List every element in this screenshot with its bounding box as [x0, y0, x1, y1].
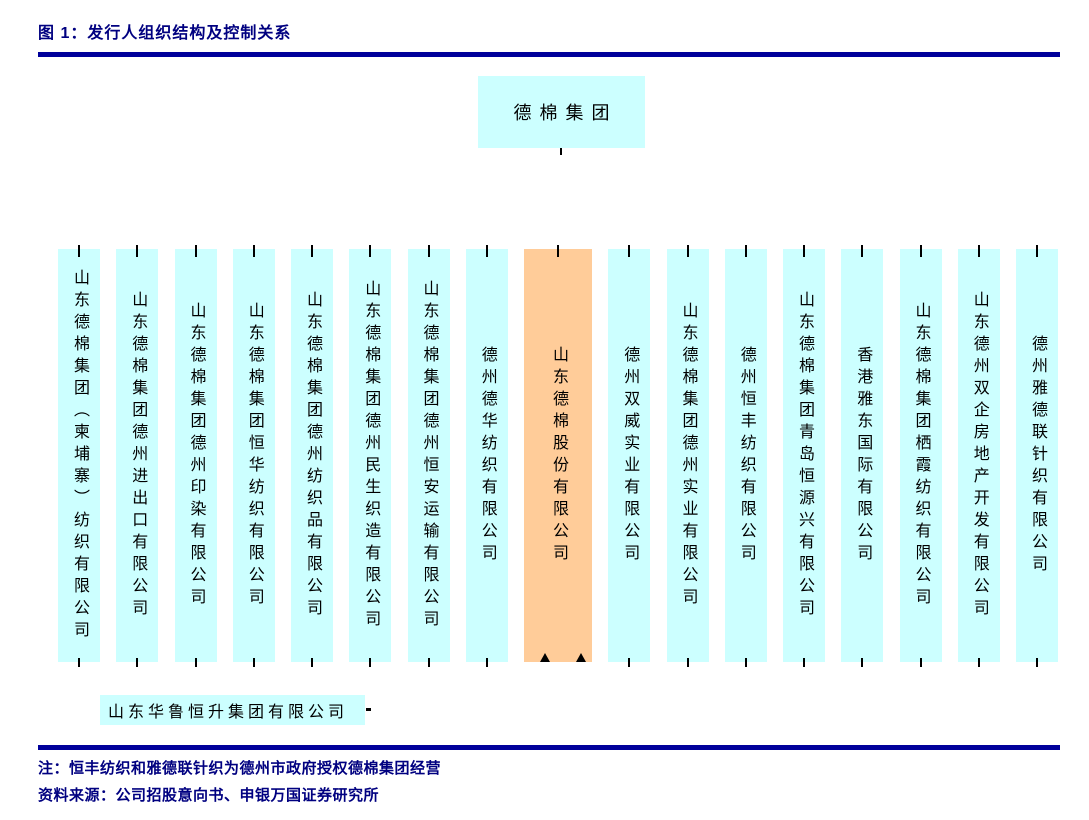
connector-stub: [560, 148, 562, 155]
subsidiary-name: 香港雅东国际有限公司: [854, 345, 872, 566]
subsidiary-box: 山东德棉集团德州印染有限公司: [174, 245, 217, 667]
subsidiary-box: 香港雅东国际有限公司: [841, 245, 884, 667]
subsidiary-name: 山东德棉集团德州进出口有限公司: [129, 290, 147, 621]
figure-title: 图 1：发行人组织结构及控制关系: [38, 25, 292, 42]
subsidiary-name: 德州恒丰纺织有限公司: [737, 345, 755, 566]
subsidiary-name: 山东德棉集团德州民生织造有限公司: [362, 279, 380, 632]
subsidiary-box: 德州双威实业有限公司: [608, 245, 651, 667]
bottom-divider: [38, 745, 1060, 750]
subsidiary-box: 德州德华纺织有限公司: [465, 245, 508, 667]
top-divider: [38, 52, 1060, 57]
subsidiary-box: 山东德棉集团青岛恒源兴有限公司: [783, 245, 825, 667]
up-arrowhead-icon: [540, 653, 550, 662]
subsidiary-name: 山东德州双企房地产开发有限公司: [970, 290, 988, 621]
subsidiary-name: 山东德棉集团青岛恒源兴有限公司: [796, 290, 813, 621]
subsidiary-box: 德州恒丰纺织有限公司: [724, 245, 767, 667]
up-arrowhead-icon: [576, 653, 586, 662]
figure-note: 注：恒丰纺织和雅德联针织为德州市政府授权德棉集团经营: [38, 760, 442, 777]
subsidiary-box: 山东德棉集团德州进出口有限公司: [116, 245, 159, 667]
subsidiary-box: 山东德棉集团德州实业有限公司: [666, 245, 709, 667]
subsidiary-name: 山东德棉集团德州纺织品有限公司: [304, 290, 321, 621]
subsidiary-name: 山东德棉集团栖霞纺织有限公司: [912, 301, 930, 610]
issuer-name: 山东德棉股份有限公司: [550, 345, 567, 566]
subsidiary-box: 山东德棉集团栖霞纺织有限公司: [899, 245, 942, 667]
subsidiary-name: 山东德棉集团德州实业有限公司: [679, 301, 697, 610]
subsidiary-name: 山东德棉集团德州印染有限公司: [187, 301, 205, 610]
figure-source: 资料来源：公司招股意向书、申银万国证券研究所: [38, 787, 380, 804]
subsidiary-box: 山东德棉集团恒华纺织有限公司: [232, 245, 275, 667]
subsidiary-name: 德州雅德联针织有限公司: [1029, 334, 1046, 577]
parent-company-box: 德棉集团: [478, 76, 645, 148]
subsidiary-box: 山东德棉集团德州纺织品有限公司: [291, 245, 333, 667]
related-entity-name: 山东华鲁恒升集团有限公司: [108, 704, 349, 721]
parent-company-name: 德棉集团: [513, 103, 618, 123]
subsidiary-name: 山东德棉集团德州恒安运输有限公司: [420, 279, 438, 632]
connector-stub: [366, 708, 371, 711]
subsidiary-name: 山东德棉集团（柬埔寨）纺织有限公司: [71, 268, 88, 643]
subsidiary-name: 德州德华纺织有限公司: [478, 345, 496, 566]
subsidiary-box: 山东德棉集团德州民生织造有限公司: [349, 245, 392, 667]
issuer-box: 山东德棉股份有限公司: [524, 245, 592, 662]
related-entity-box: 山东华鲁恒升集团有限公司: [100, 695, 365, 725]
subsidiary-box: 山东德州双企房地产开发有限公司: [957, 245, 1000, 667]
subsidiary-box: 山东德棉集团（柬埔寨）纺织有限公司: [58, 245, 100, 667]
subsidiary-box: 山东德棉集团德州恒安运输有限公司: [407, 245, 450, 667]
subsidiary-box: 德州雅德联针织有限公司: [1016, 245, 1058, 667]
subsidiary-name: 德州双威实业有限公司: [621, 345, 639, 566]
subsidiaries-row: 山东德棉集团（柬埔寨）纺织有限公司 山东德棉集团德州进出口有限公司 山东德棉集团…: [58, 245, 1058, 667]
subsidiary-name: 山东德棉集团恒华纺织有限公司: [245, 301, 263, 610]
